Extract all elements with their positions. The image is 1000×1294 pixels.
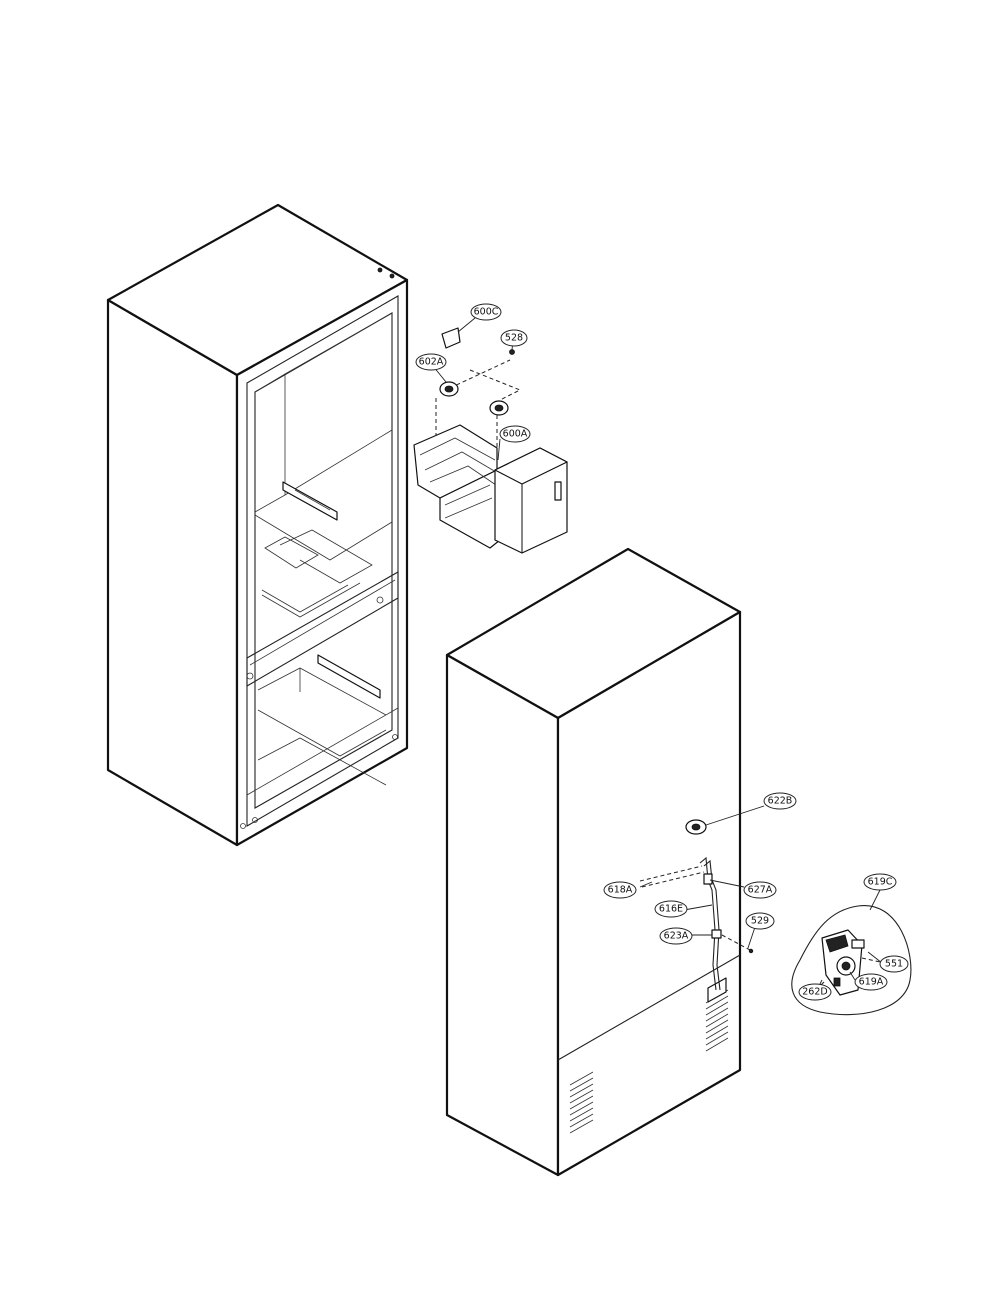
valve-detail-bubble (791, 905, 912, 1016)
callout-602a: 602A (415, 353, 447, 371)
ice-maker-assembly (413, 327, 568, 554)
svg-text:616E: 616E (659, 904, 683, 915)
svg-text:619C: 619C (868, 877, 893, 888)
callout-529: 529 (745, 912, 775, 930)
grommet-602a (439, 381, 459, 397)
rear-cabinet (445, 547, 754, 1177)
callout-623a: 623A (659, 927, 693, 945)
valve-619a (813, 929, 865, 996)
callout-528: 528 (500, 329, 528, 347)
svg-text:528: 528 (505, 333, 523, 344)
callout-262d: 262D (798, 983, 832, 1001)
svg-text:627A: 627A (748, 885, 773, 896)
fitting-622b (685, 819, 707, 835)
svg-text:600C: 600C (474, 307, 499, 318)
grommet-lower (489, 400, 509, 416)
callout-600c: 600C (470, 303, 502, 321)
callout-551: 551 (879, 955, 909, 973)
callout-600a: 600A (499, 425, 531, 443)
callout-616e: 616E (654, 900, 688, 918)
front-cabinet (106, 203, 409, 847)
callout-622b: 622B (763, 792, 797, 810)
leader-lines (432, 317, 883, 989)
screw-528 (509, 349, 515, 355)
svg-text:602A: 602A (419, 357, 444, 368)
svg-text:262D: 262D (802, 987, 827, 998)
callout-619c: 619C (863, 873, 897, 891)
left-vent (569, 1071, 594, 1134)
svg-text:600A: 600A (503, 429, 528, 440)
svg-text:623A: 623A (664, 931, 689, 942)
callout-618a: 618A (603, 881, 637, 899)
callout-619a: 619A (854, 973, 888, 991)
svg-text:529: 529 (751, 916, 769, 927)
callout-627a: 627A (743, 881, 777, 899)
svg-text:551: 551 (885, 959, 903, 970)
bracket-600c (441, 327, 461, 349)
water-tube-616e (639, 856, 722, 991)
svg-text:619A: 619A (859, 977, 884, 988)
svg-text:618A: 618A (608, 885, 633, 896)
svg-text:622B: 622B (768, 796, 793, 807)
